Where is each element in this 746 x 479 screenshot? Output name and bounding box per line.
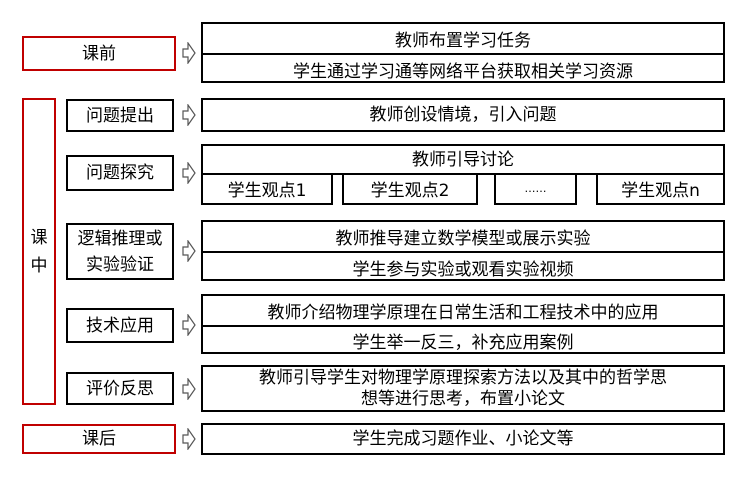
viewpoint-text-n: 学生观点n xyxy=(621,180,700,201)
step-evaluation-reflection-label: 评价反思 xyxy=(86,378,154,399)
exploration-header-text: 教师引导讨论 xyxy=(412,149,514,170)
step-problem-raising: 问题提出 xyxy=(66,99,174,132)
pre-class-teacher-text: 教师布置学习任务 xyxy=(395,31,531,51)
pre-class-teacher-task: 教师布置学习任务 xyxy=(203,24,723,53)
stage-in-class: 课 中 xyxy=(22,98,56,405)
pre-class-student-task: 学生通过学习通等网络平台获取相关学习资源 xyxy=(203,53,723,83)
step-technical-application-label: 技术应用 xyxy=(86,315,154,336)
reasoning-content: 教师推导建立数学模型或展示实验 学生参与实验或观看实验视频 xyxy=(201,220,725,281)
post-class-text: 学生完成习题作业、小论文等 xyxy=(352,429,574,449)
reasoning-student-row: 学生参与实验或观看实验视频 xyxy=(203,251,723,281)
step-reasoning-verification: 逻辑推理或 实验验证 xyxy=(66,223,174,280)
stage-post-class: 课后 xyxy=(22,424,176,454)
reasoning-student-text: 学生参与实验或观看实验视频 xyxy=(352,259,574,280)
stage-in-class-label-1: 课 xyxy=(30,227,48,248)
viewpoint-text-2: 学生观点2 xyxy=(370,180,450,201)
arrow-right-icon xyxy=(182,314,196,336)
application-student-row: 学生举一反三，补充应用案例 xyxy=(203,325,723,354)
arrow-right-icon xyxy=(182,240,196,262)
exploration-header: 教师引导讨论 xyxy=(201,144,725,175)
reflection-text-line-1: 教师引导学生对物理学原理探索方法以及其中的哲学思 xyxy=(259,367,667,388)
viewpoint-box-ellipsis: …… xyxy=(494,173,577,205)
reasoning-teacher-row: 教师推导建立数学模型或展示实验 xyxy=(203,222,723,251)
pre-class-content: 教师布置学习任务 学生通过学习通等网络平台获取相关学习资源 xyxy=(201,22,725,83)
step-problem-raising-label: 问题提出 xyxy=(86,105,154,126)
step-evaluation-reflection: 评价反思 xyxy=(66,372,174,405)
arrow-right-icon xyxy=(182,378,196,400)
application-teacher-row: 教师介绍物理学原理在日常生活和工程技术中的应用 xyxy=(203,296,723,325)
stage-post-class-label: 课后 xyxy=(82,429,116,449)
step-reasoning-label-1: 逻辑推理或 xyxy=(77,228,163,249)
application-student-text: 学生举一反三，补充应用案例 xyxy=(352,333,574,353)
post-class-content: 学生完成习题作业、小论文等 xyxy=(201,423,725,455)
viewpoint-box-2: 学生观点2 xyxy=(342,173,478,205)
arrow-right-icon xyxy=(182,162,196,184)
arrow-right-icon xyxy=(182,428,196,450)
stage-in-class-label-2: 中 xyxy=(30,255,48,276)
step-problem-exploration-label: 问题探究 xyxy=(86,163,154,183)
viewpoint-ellipsis-text: …… xyxy=(524,181,547,195)
reflection-content: 教师引导学生对物理学原理探索方法以及其中的哲学思 想等进行思考，布置小论文 xyxy=(201,365,725,412)
stage-pre-class-label: 课前 xyxy=(82,43,116,64)
viewpoint-box-1: 学生观点1 xyxy=(201,173,333,205)
reasoning-teacher-text: 教师推导建立数学模型或展示实验 xyxy=(335,229,591,249)
step-reasoning-label-2: 实验验证 xyxy=(86,254,154,275)
step-technical-application: 技术应用 xyxy=(66,308,174,343)
arrow-right-icon xyxy=(182,42,196,64)
viewpoint-box-n: 学生观点n xyxy=(596,173,725,205)
stage-pre-class: 课前 xyxy=(22,36,176,71)
application-teacher-text: 教师介绍物理学原理在日常生活和工程技术中的应用 xyxy=(267,303,659,323)
step-problem-exploration: 问题探究 xyxy=(66,155,174,191)
viewpoint-text-1: 学生观点1 xyxy=(227,180,307,201)
problem-raising-content: 教师创设情境，引入问题 xyxy=(201,98,725,132)
pre-class-student-text: 学生通过学习通等网络平台获取相关学习资源 xyxy=(293,61,633,82)
problem-raising-text: 教师创设情境，引入问题 xyxy=(369,105,557,125)
reflection-text-line-2: 想等进行思考，布置小论文 xyxy=(361,388,565,409)
application-content: 教师介绍物理学原理在日常生活和工程技术中的应用 学生举一反三，补充应用案例 xyxy=(201,294,725,354)
arrow-right-icon xyxy=(182,104,196,126)
